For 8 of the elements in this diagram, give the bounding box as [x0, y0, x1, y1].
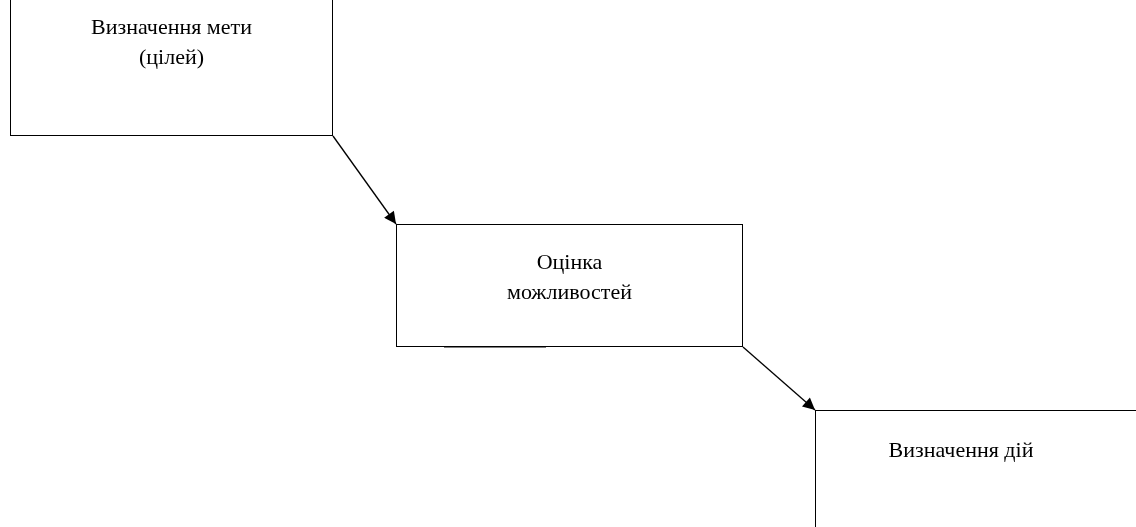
arrow: [332, 135, 397, 225]
box-label: Визначення дій: [887, 436, 1035, 464]
box-label: Визначення мети (цілей): [90, 13, 253, 71]
box-label: Оцінка можливостей: [506, 248, 633, 306]
process-box: [10, 0, 333, 136]
process-box: [396, 224, 743, 347]
arrow: [742, 346, 816, 411]
process-box: [815, 410, 1136, 527]
